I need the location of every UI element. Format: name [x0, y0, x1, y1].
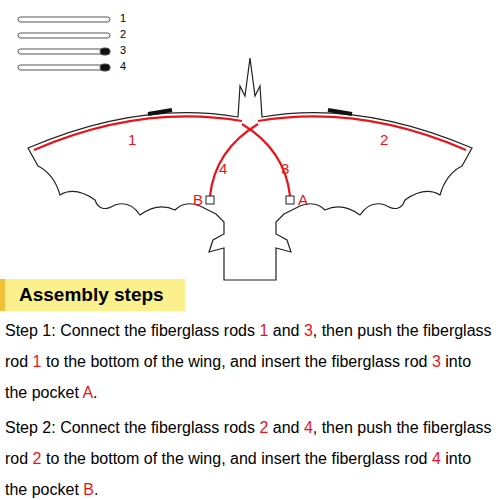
kite-outline — [28, 58, 472, 280]
rod-2 — [258, 116, 466, 150]
key-number: 3 — [120, 44, 126, 56]
rod-4 — [210, 124, 258, 196]
rod-number: 2 — [380, 131, 388, 148]
rod-number: 4 — [219, 160, 227, 177]
key-number: 1 — [120, 12, 126, 24]
key-number: 4 — [120, 60, 126, 72]
rod-number: 1 — [128, 131, 136, 148]
pocket-letter: B — [193, 191, 203, 208]
pocket-letter: A — [298, 191, 308, 208]
rod-1 — [34, 116, 242, 150]
pockets — [206, 196, 294, 204]
heading-banner: Assembly steps — [0, 279, 185, 311]
heading-text: Assembly steps — [19, 284, 165, 306]
key-number: 2 — [120, 28, 126, 40]
rod-3 — [242, 124, 290, 196]
step-text: Step 2: Connect the fiberglass rods 2 an… — [5, 412, 495, 500]
rods — [34, 116, 466, 196]
step-text: Step 1: Connect the fiberglass rods 1 an… — [5, 315, 495, 408]
rod-key — [18, 17, 110, 71]
rod-joints — [148, 110, 352, 114]
rod-number: 3 — [281, 160, 289, 177]
